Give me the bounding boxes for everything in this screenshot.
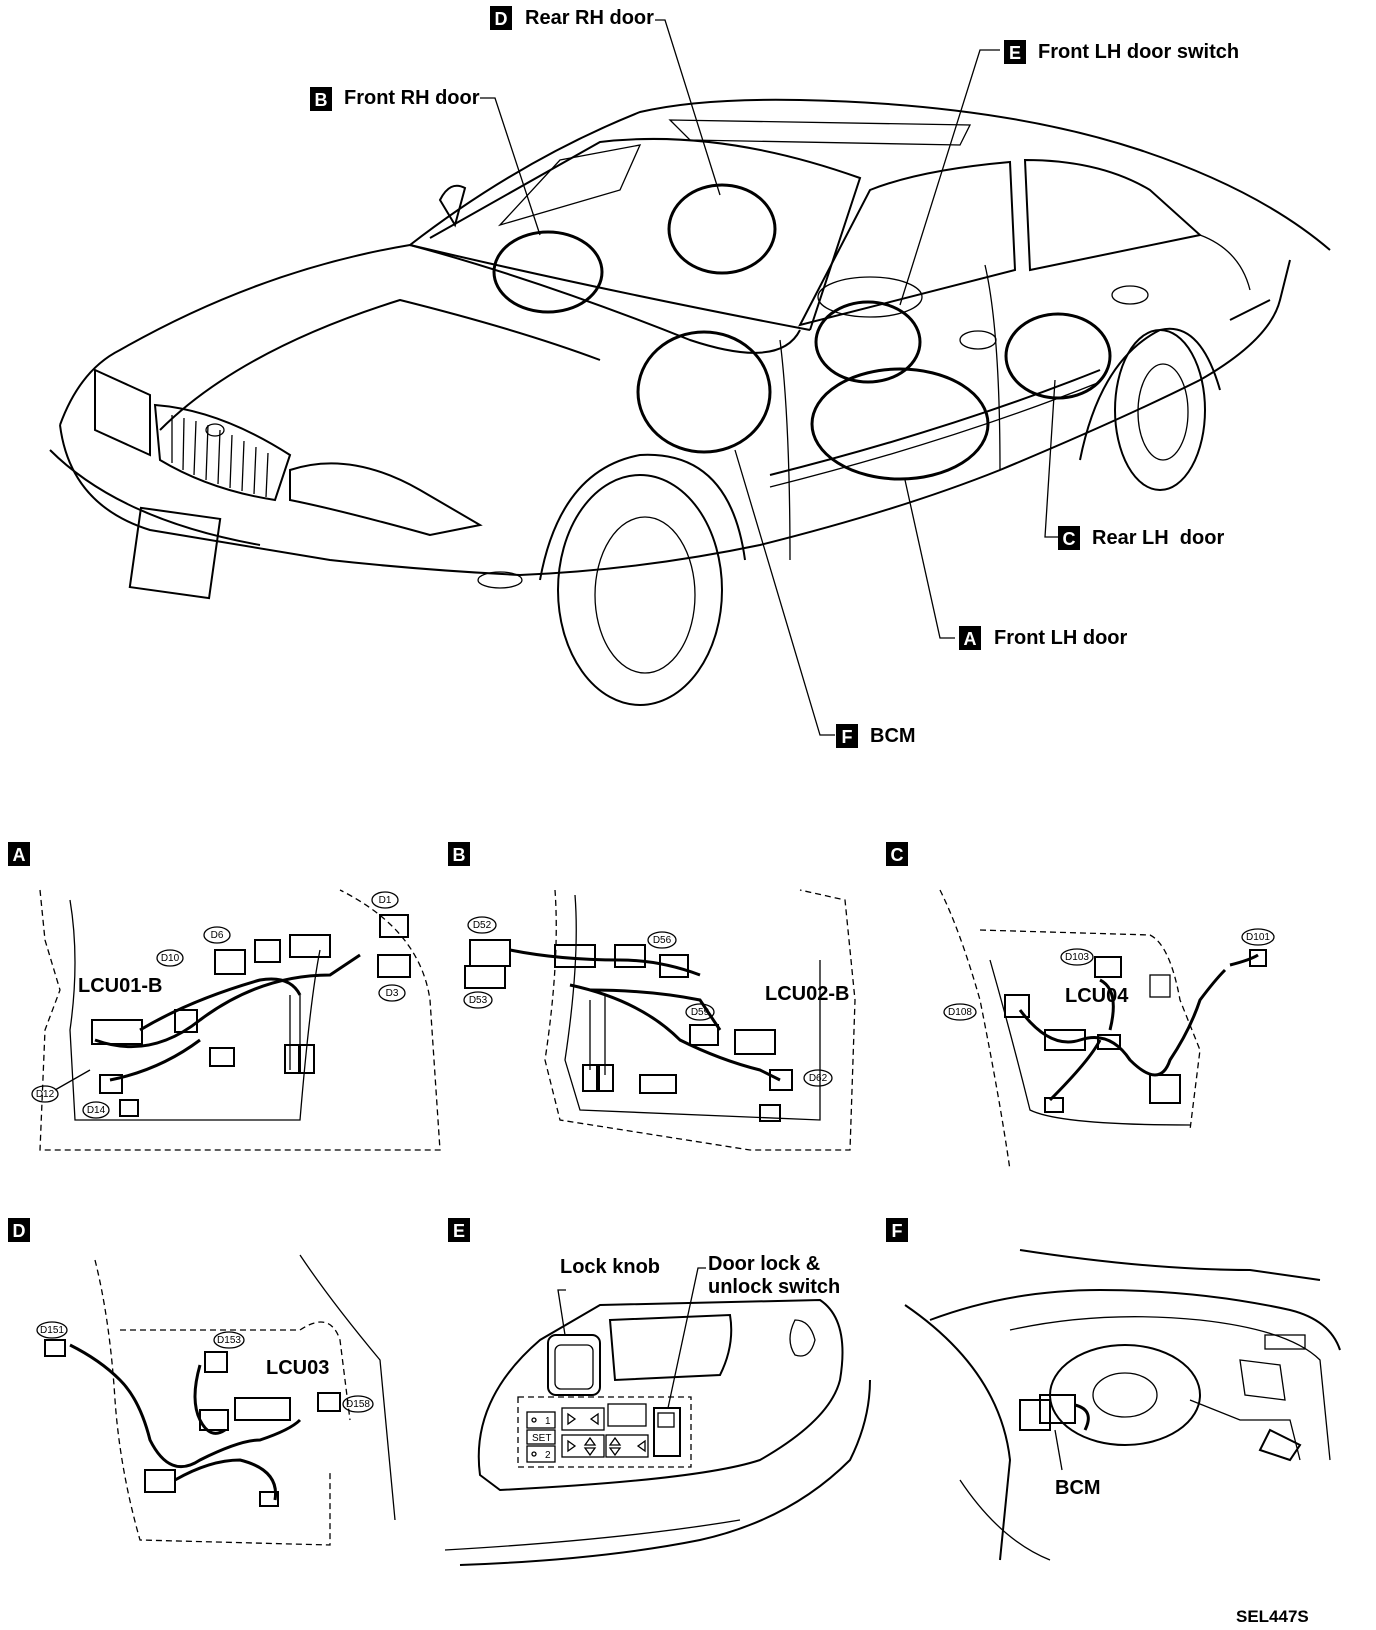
memory-2-label: 2 — [545, 1450, 551, 1461]
lcu04-unit — [1044, 1029, 1086, 1051]
callout-front-lh-door: Front LH door — [994, 627, 1128, 649]
callout-rear-lh-door: Rear LH door — [1092, 527, 1224, 549]
lcu03-unit — [234, 1397, 291, 1421]
conn-d6: D6 — [211, 930, 224, 941]
bcm-unit — [1019, 1399, 1051, 1431]
memory-1-label: 1 — [545, 1416, 551, 1427]
panel-b-badge — [448, 842, 470, 866]
key-badge-b-letter: B — [315, 90, 328, 110]
conn-d153: D153 — [217, 1335, 241, 1346]
conn-d10: D10 — [161, 953, 180, 964]
mirror-left-right-button[interactable] — [561, 1407, 605, 1431]
unit-label-lcu01-b: LCU01-B — [78, 975, 162, 997]
figure-code: SEL447S — [1236, 1607, 1309, 1626]
conn-d158: D158 — [346, 1399, 370, 1410]
circle-front-lh-door — [810, 367, 990, 481]
connector-tags-a: D1 D3 D6 D10 D12 D14 — [31, 891, 406, 1119]
key-badge-e — [1004, 40, 1026, 64]
callout-C: C Rear LH door — [1058, 526, 1224, 550]
set-label: SET — [532, 1433, 551, 1444]
leader-lines — [480, 19, 1060, 736]
callout-bcm: BCM — [870, 725, 916, 747]
conn-d62: D62 — [809, 1073, 828, 1084]
conn-d56: D56 — [653, 935, 672, 946]
panel-a-badge-letter: A — [13, 845, 26, 865]
conn-d12: D12 — [36, 1089, 55, 1100]
callout-F: F BCM — [836, 724, 916, 748]
unit-label-lcu04: LCU04 — [1065, 985, 1129, 1007]
panel-a-badge — [8, 842, 30, 866]
panel-c-badge-letter: C — [891, 845, 904, 865]
panel-C: C LCU04 D101 D103 D108 — [886, 842, 1275, 1171]
key-badge-a-letter: A — [964, 629, 977, 649]
location-circles — [492, 183, 1112, 481]
circle-front-rh-door — [492, 230, 604, 314]
key-badge-c-letter: C — [1063, 529, 1076, 549]
switch-label-line2: unlock switch — [708, 1276, 840, 1298]
panel-f-badge — [886, 1218, 908, 1242]
panel-d-badge-letter: D — [13, 1221, 26, 1241]
panel-f-badge-letter: F — [892, 1221, 903, 1241]
memory-2-button[interactable] — [526, 1445, 556, 1463]
set-button[interactable] — [526, 1429, 556, 1445]
conn-d59: D59 — [691, 1007, 710, 1018]
key-badge-e-letter: E — [1009, 43, 1021, 63]
circle-rear-rh-door — [667, 183, 777, 275]
panel-e-badge-letter: E — [453, 1221, 465, 1241]
unit-label-bcm: BCM — [1055, 1477, 1101, 1499]
lcu01-b-unit — [91, 1019, 143, 1045]
car-illustration — [49, 98, 1331, 706]
callout-E: E Front LH door switch — [1004, 40, 1239, 64]
callout-A: A Front LH door — [959, 626, 1128, 650]
conn-d1: D1 — [379, 895, 392, 906]
conn-d101: D101 — [1246, 932, 1270, 943]
panel-A: A LCU01-B D1 D3 D6 D10 D12 D14 — [8, 842, 441, 1151]
mirror-adjust-right-button[interactable] — [605, 1434, 649, 1458]
mirror-adjust-left-button[interactable] — [561, 1434, 605, 1458]
lcu02-b-unit — [734, 1029, 776, 1055]
panel-B: B LCU02-B D52 D53 D56 D59 D62 — [448, 842, 856, 1151]
circle-rear-lh-door — [1004, 312, 1112, 400]
conn-d52: D52 — [473, 920, 492, 931]
panel-E: E 1 SET 2 Lock knob Door lock & unlock s… — [444, 1218, 871, 1566]
panel-e-badge — [448, 1218, 470, 1242]
callout-rear-rh-door: Rear RH door — [525, 7, 654, 29]
callout-front-rh-door: Front RH door — [344, 87, 480, 109]
switch-label-line1: Door lock & — [708, 1253, 820, 1275]
key-badge-d-letter: D — [495, 9, 508, 29]
mirror-selector-button[interactable] — [607, 1403, 647, 1427]
door-lock-unlock-switch[interactable] — [653, 1407, 681, 1457]
conn-d103: D103 — [1065, 952, 1089, 963]
panel-c-badge — [886, 842, 908, 866]
circle-front-lh-door-switch — [814, 300, 922, 384]
panel-F: F BCM — [886, 1218, 1341, 1561]
key-badge-f — [836, 724, 858, 748]
unit-label-lcu03: LCU03 — [266, 1357, 329, 1379]
panel-d-badge — [8, 1218, 30, 1242]
key-badge-c — [1058, 526, 1080, 550]
callout-front-lh-door-switch: Front LH door switch — [1038, 41, 1239, 63]
conn-d151: D151 — [40, 1325, 64, 1336]
connector-tags-d: D151 D153 D158 — [36, 1321, 374, 1413]
panel-b-badge-letter: B — [453, 845, 466, 865]
callout-D: D Rear RH door — [490, 6, 654, 30]
conn-d3: D3 — [386, 988, 399, 999]
lock-knob[interactable] — [547, 1334, 601, 1396]
connector-tags-c: D101 D103 D108 — [943, 928, 1275, 1021]
lock-knob-label: Lock knob — [560, 1256, 660, 1278]
panel-D: D LCU03 D151 D153 D158 — [8, 1218, 396, 1546]
connector-tags-b: D52 D53 D56 D59 D62 — [463, 916, 833, 1087]
key-badge-d — [490, 6, 512, 30]
unit-label-lcu02-b: LCU02-B — [765, 983, 849, 1005]
key-badge-f-letter: F — [842, 727, 853, 747]
memory-1-button[interactable] — [526, 1411, 556, 1429]
conn-d53: D53 — [469, 995, 488, 1006]
key-badge-b — [310, 87, 332, 111]
circle-bcm — [636, 330, 772, 454]
callout-B: B Front RH door — [310, 87, 480, 111]
key-badge-a — [959, 626, 981, 650]
conn-d108: D108 — [948, 1007, 972, 1018]
conn-d14: D14 — [87, 1105, 106, 1116]
